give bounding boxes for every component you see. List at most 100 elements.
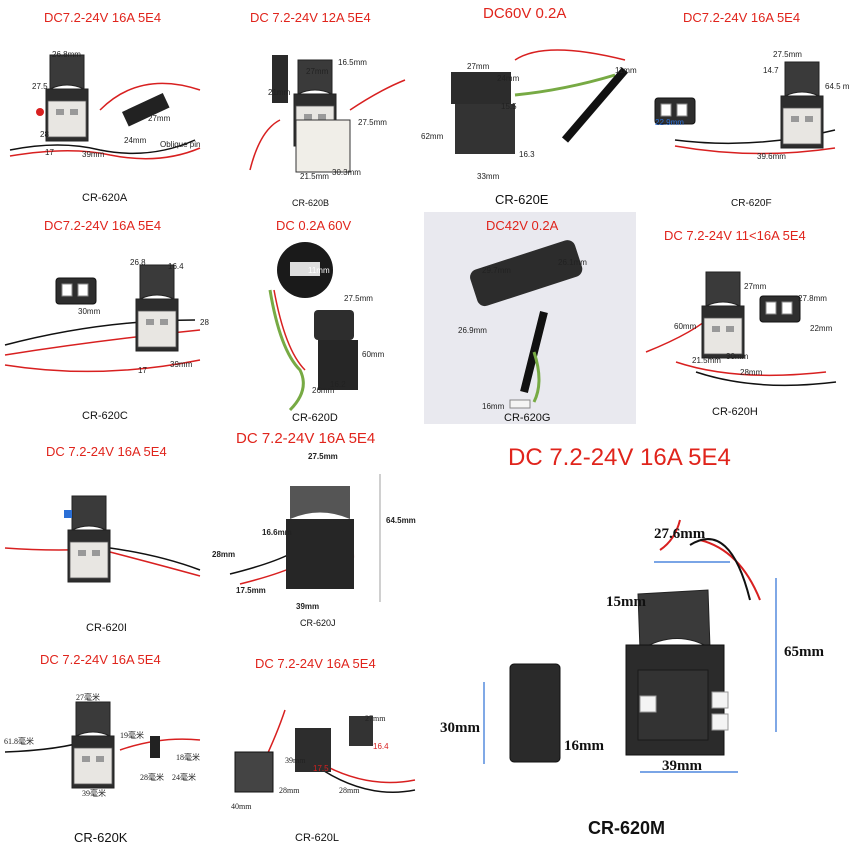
dim-label: 26.8mm <box>52 50 81 59</box>
product-model: CR-620E <box>495 192 549 207</box>
dim-label: 24mm <box>497 74 520 83</box>
product-model: CR-620F <box>731 198 772 209</box>
product-title: DC 7.2-24V 16A 5E4 <box>508 444 731 471</box>
product-620c: DC7.2-24V 16A 5E4 26.8 16.4 30mm 28 17 3… <box>0 210 210 425</box>
product-title: DC7.2-24V 16A 5E4 <box>683 10 801 25</box>
product-model: CR-620H <box>712 406 758 418</box>
dim-label: 27mm <box>148 114 171 123</box>
dim-label: 16.4 <box>168 262 184 271</box>
dim-label: 29.7mm <box>482 266 511 275</box>
dim-label: 61.8毫米 <box>4 737 34 746</box>
product-620j: DC 7.2-24V 16A 5E4 27.5mm 64.5mm 16.6mm … <box>210 424 450 640</box>
product-model: CR-620C <box>82 410 128 422</box>
product-620l: DC 7.2-24V 16A 5E4 27mm 16.4 39mm 17.5 2… <box>215 640 440 850</box>
dim-label: 27.8mm <box>798 294 827 303</box>
dim-label: 39mm <box>296 602 320 611</box>
dim-label: 28毫米 <box>140 773 164 782</box>
product-photo <box>4 701 201 789</box>
dim-label: 64.5mm <box>386 516 416 525</box>
dim-label: 22mm <box>810 324 833 333</box>
dim-label: 39mm <box>170 360 193 369</box>
product-photo <box>234 709 416 793</box>
product-620h: DC 7.2-24V 11<16A 5E4 27mm 27.8mm 60mm 2… <box>636 212 850 425</box>
dim-label: 27.6mm <box>654 526 706 542</box>
product-model: CR-620A <box>82 192 128 204</box>
dim-label: 15mm <box>606 594 646 610</box>
dim-label: 17.5mm <box>236 586 266 595</box>
product-title: DC 7.2-24V 16A 5E4 <box>255 656 376 671</box>
product-photo <box>4 264 201 373</box>
product-title: DC 7.2-24V 16A 5E4 <box>40 652 161 667</box>
dim-label: 26.8 <box>130 258 146 267</box>
product-title: DC 7.2-24V 16A 5E4 <box>46 444 167 459</box>
product-title: DC 7.2-24V 11<16A 5E4 <box>664 228 806 243</box>
dim-label: 17 <box>45 148 54 157</box>
dim-label: 60mm <box>362 350 385 359</box>
product-photo <box>645 271 837 387</box>
dim-label: 16.3 <box>519 150 535 159</box>
product-photo <box>9 54 201 160</box>
product-620b: DC 7.2-24V 12A 5E4 16.5mm 27mm 21mm 27.5… <box>210 0 415 210</box>
dim-label: 15.5 <box>501 102 517 111</box>
product-photo <box>249 55 406 173</box>
dim-label: 17 <box>138 366 147 375</box>
product-title: DC 7.2-24V 16A 5E4 <box>236 430 376 447</box>
dim-label: 27.5mm <box>358 118 387 127</box>
dim-label: 21.5mm <box>692 356 721 365</box>
dim-label: Oblique pin <box>160 140 201 149</box>
product-photo <box>4 495 201 583</box>
product-model: CR-620L <box>295 832 340 844</box>
dim-label: 27.5mm <box>773 50 802 59</box>
product-model: CR-620G <box>504 412 551 424</box>
dim-label: 14.7 <box>763 66 779 75</box>
product-model: CR-620B <box>292 198 330 208</box>
product-photo <box>268 242 358 412</box>
dim-label: 18毫米 <box>176 753 200 762</box>
dim-label: 11mm <box>615 66 637 75</box>
dim-label: 16.4 <box>373 742 389 751</box>
dim-label: 30mm <box>78 307 101 316</box>
product-photo <box>654 61 836 155</box>
dim-label: 28mm <box>279 786 300 795</box>
dim-label: 16.6mm <box>262 528 292 537</box>
product-model: CR-620D <box>292 412 338 424</box>
dim-label: 27.5mm <box>308 452 338 461</box>
product-photo <box>451 49 629 154</box>
dim-label: 26mm <box>312 386 335 395</box>
dim-label: 30mm <box>726 352 749 361</box>
dim-label: 27mm <box>306 67 329 76</box>
dim-label: 30.3mm <box>332 168 361 177</box>
product-title: DC 7.2-24V 12A 5E4 <box>250 10 371 25</box>
dim-label: 62mm <box>421 132 444 141</box>
dim-label: 27.5 <box>32 82 48 91</box>
dim-label: 60mm <box>674 322 697 331</box>
dim-label: 28mm <box>339 786 360 795</box>
dim-label: 27mm <box>467 62 490 71</box>
dim-label: 39mm <box>285 756 306 765</box>
product-model: CR-620K <box>74 830 128 845</box>
product-model: CR-620I <box>86 622 127 634</box>
dim-label: 64.5 mm <box>825 82 850 91</box>
product-model: CR-620M <box>588 818 666 838</box>
dim-label: 40mm <box>231 802 252 811</box>
dim-label: 39毫米 <box>82 789 106 798</box>
dim-label: 27mm <box>744 282 767 291</box>
product-photo <box>483 519 777 773</box>
dim-label: 39.6mm <box>757 152 786 161</box>
dim-label: 26.9mm <box>458 326 487 335</box>
dim-label: 16mm <box>482 402 505 411</box>
dim-label: 65mm <box>784 644 824 660</box>
dim-label: 21mm <box>268 88 291 97</box>
product-620g: DC42V 0.2A 29.7mm 26.1mm 26.9mm 16mm CR-… <box>424 212 636 424</box>
product-title: DC 0.2A 60V <box>276 218 352 233</box>
product-620e: DC60V 0.2A 27mm 24mm 15.5 62mm 16.3 33mm… <box>415 0 637 210</box>
dim-label: 27.5mm <box>344 294 373 303</box>
dim-label: 39mm <box>662 758 702 774</box>
dim-label: 16.5mm <box>338 58 367 67</box>
product-photo <box>470 240 583 409</box>
dim-label: 21.5mm <box>300 172 329 181</box>
dim-label: 16mm <box>564 738 604 754</box>
dim-label: 28mm <box>740 368 763 377</box>
product-620m: DC 7.2-24V 16A 5E4 27.6mm 15mm 65mm 30mm… <box>440 430 850 850</box>
dim-label: 30mm <box>440 720 480 736</box>
